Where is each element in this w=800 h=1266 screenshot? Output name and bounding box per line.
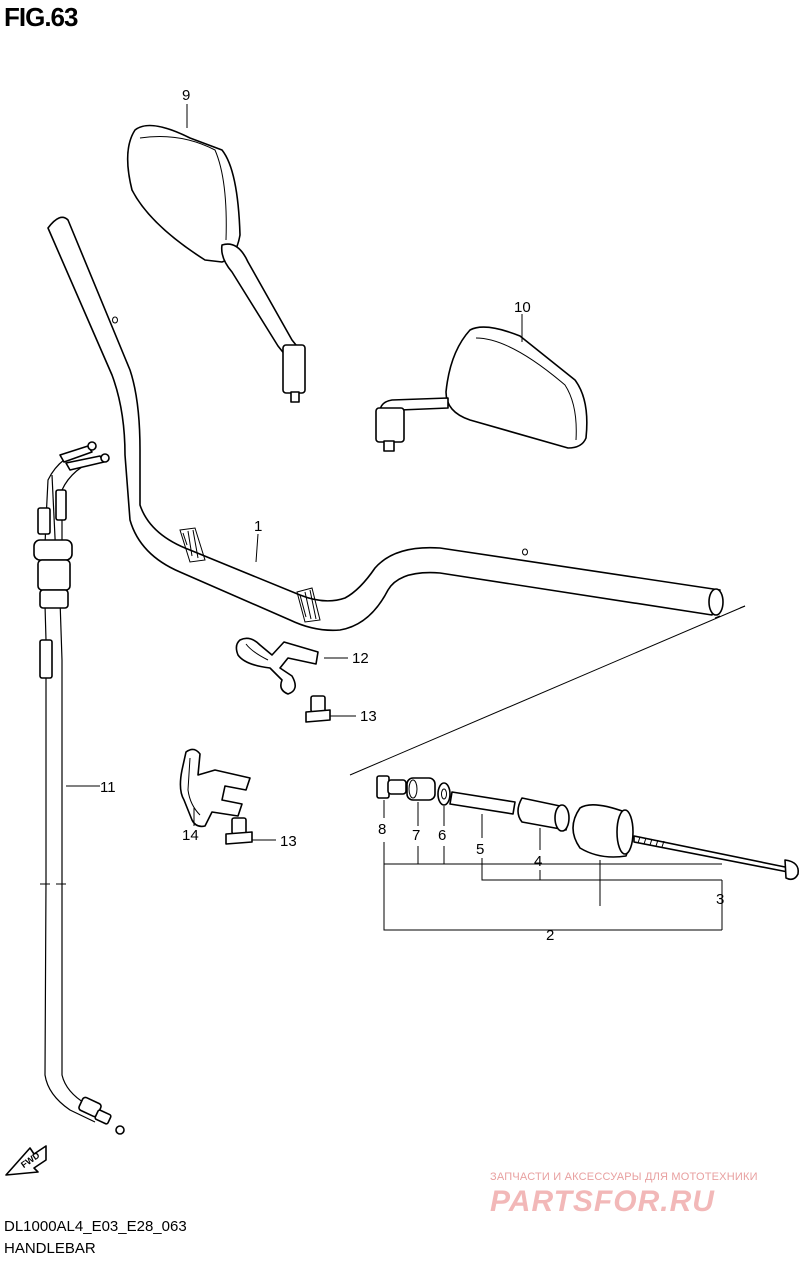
callout-9: 9 xyxy=(182,87,190,104)
callout-13-lower: 13 xyxy=(280,833,297,850)
callout-7: 7 xyxy=(412,827,420,844)
callout-11: 11 xyxy=(100,779,116,796)
callout-10: 10 xyxy=(514,299,531,316)
figure-title: FIG.63 xyxy=(4,2,78,32)
part-8-nut[interactable] xyxy=(376,775,407,799)
part-5-spacer[interactable] xyxy=(449,791,516,815)
cable-clamp-12[interactable] xyxy=(235,637,319,695)
page-caption: HANDLEBAR xyxy=(4,1240,96,1257)
part-7-collar[interactable] xyxy=(406,777,436,801)
callout-12: 12 xyxy=(352,650,369,667)
callout-6: 6 xyxy=(438,827,446,844)
callout-1: 1 xyxy=(254,518,262,535)
fwd-arrow-icon: FWD xyxy=(5,1145,47,1176)
watermark-logo: PARTSFOR.RU xyxy=(490,1185,715,1218)
callout-4: 4 xyxy=(534,853,542,870)
bolt-13-upper[interactable] xyxy=(305,695,331,723)
part-4-grommet[interactable] xyxy=(517,797,570,832)
callout-13-upper: 13 xyxy=(360,708,377,725)
model-code: DL1000AL4_E03_E28_063 xyxy=(4,1218,187,1235)
part-bar-end-weight[interactable] xyxy=(572,804,634,858)
reference-line xyxy=(349,605,746,776)
cable-bracket-14[interactable] xyxy=(179,748,251,828)
mirror-right[interactable] xyxy=(375,326,588,452)
watermark-tagline: ЗАПЧАСТИ И АКСЕССУАРЫ ДЛЯ МОТОТЕХНИКИ xyxy=(490,1171,758,1183)
part-3-screw[interactable] xyxy=(633,835,800,881)
throttle-cable[interactable] xyxy=(33,441,125,1135)
bolt-13-lower[interactable] xyxy=(225,817,253,845)
callout-14: 14 xyxy=(182,827,199,844)
callout-3: 3 xyxy=(716,891,724,908)
callout-5: 5 xyxy=(476,841,484,858)
mirror-left[interactable] xyxy=(126,124,306,403)
callout-2: 2 xyxy=(546,927,554,944)
part-6-washer[interactable] xyxy=(437,782,451,806)
handlebar[interactable] xyxy=(47,216,724,632)
callout-8: 8 xyxy=(378,821,386,838)
